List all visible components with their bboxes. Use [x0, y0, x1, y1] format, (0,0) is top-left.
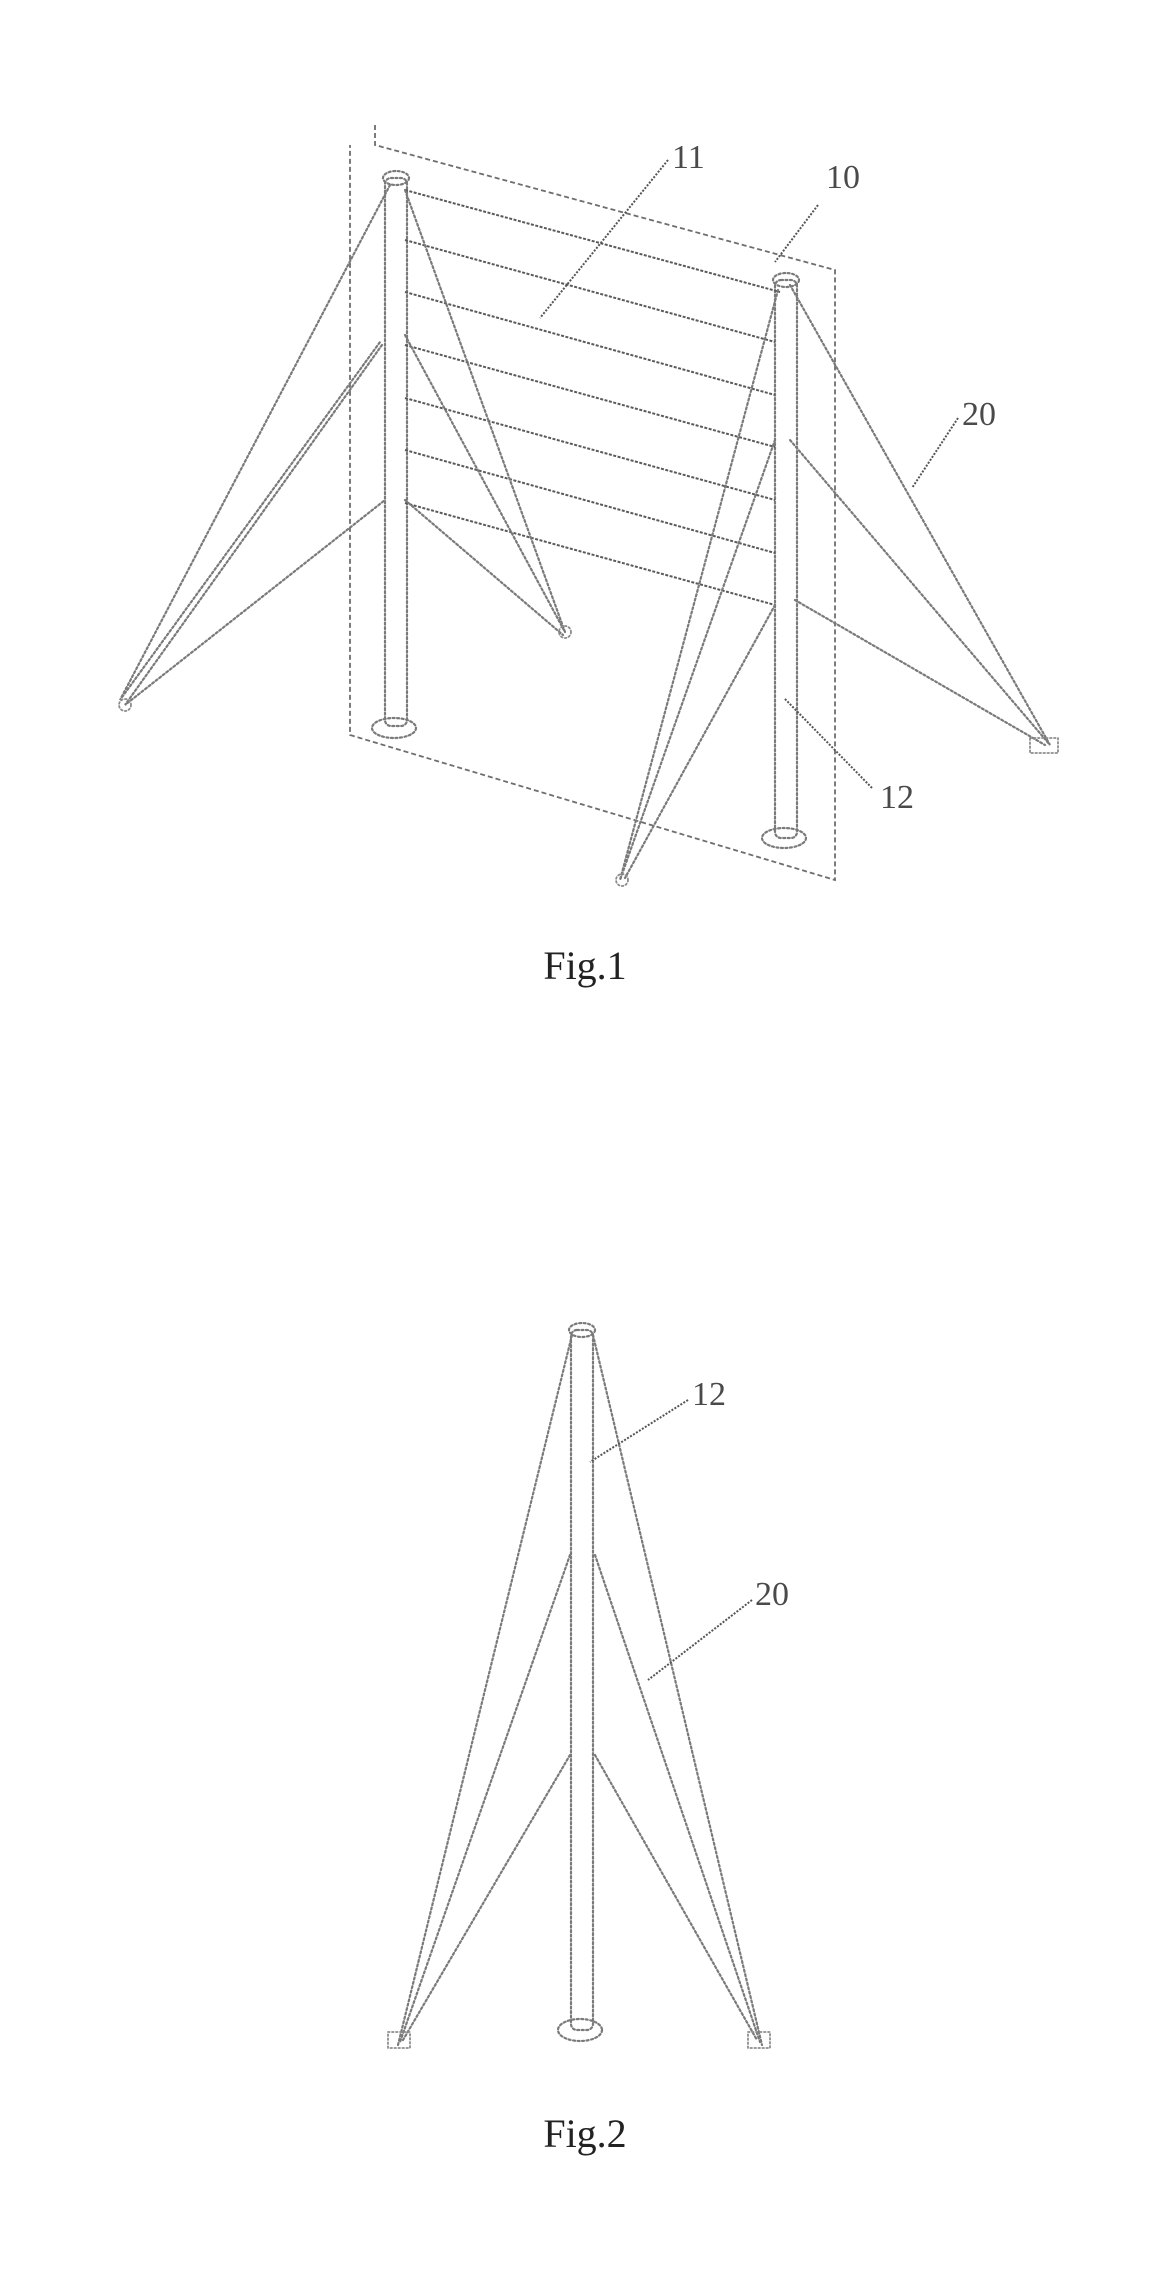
post-side-view	[558, 1323, 602, 2041]
guy-wires-side-view	[388, 1335, 770, 2048]
ref-label-20: 20	[755, 1576, 789, 1613]
figure-2-caption: Fig.2	[543, 2110, 626, 2157]
ref-label-12: 12	[692, 1376, 726, 1413]
leader-12-fig2	[590, 1400, 688, 1462]
leader-20-fig2	[648, 1600, 752, 1680]
